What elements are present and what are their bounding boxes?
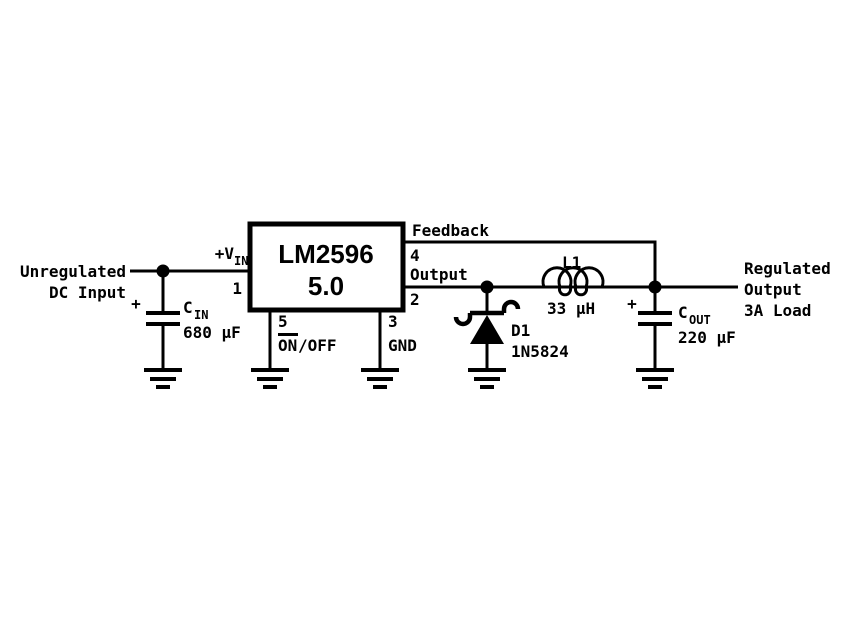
cin-refdes-subscript: IN bbox=[194, 308, 208, 322]
cout-plate-bottom bbox=[638, 322, 672, 326]
pin1-number: 1 bbox=[232, 279, 242, 298]
cout-plate-top bbox=[638, 311, 672, 315]
cin-plate-top bbox=[146, 311, 180, 315]
d1-schottky-hook-left bbox=[453, 313, 473, 327]
pin3-label: GND bbox=[388, 336, 417, 355]
cin-plate-bottom bbox=[146, 322, 180, 326]
pin3-number: 3 bbox=[388, 312, 398, 331]
d1-schottky-hook-right bbox=[501, 299, 521, 313]
output-net-label: Output bbox=[410, 265, 468, 284]
source-label-line2: DC Input bbox=[49, 283, 126, 302]
cout-refdes-subscript: OUT bbox=[689, 313, 711, 327]
cout-refdes: C bbox=[678, 303, 688, 322]
ground-symbol-cin bbox=[144, 368, 182, 389]
pin2-number: 2 bbox=[410, 290, 420, 309]
pin5-label-on: ON bbox=[278, 336, 297, 355]
cout-polarity-plus: + bbox=[627, 294, 637, 313]
ground-symbol-pin5 bbox=[251, 368, 289, 389]
pin5-on-overline bbox=[278, 333, 298, 336]
d1-refdes: D1 bbox=[511, 321, 530, 340]
pin5-number: 5 bbox=[278, 312, 288, 331]
source-label-line1: Unregulated bbox=[20, 262, 126, 281]
d1-part-number: 1N5824 bbox=[511, 342, 569, 361]
cin-polarity-plus: + bbox=[131, 294, 141, 313]
regulator-ic-body bbox=[247, 221, 406, 313]
cin-refdes: C bbox=[183, 298, 193, 317]
load-label-line1: Regulated bbox=[744, 259, 831, 278]
l1-value: 33 µH bbox=[547, 299, 595, 318]
l1-coil bbox=[541, 266, 605, 297]
pin-vin-label: +V bbox=[215, 244, 235, 263]
ground-symbol-pin3 bbox=[361, 368, 399, 389]
feedback-net-label: Feedback bbox=[412, 221, 489, 240]
ground-symbol-cout bbox=[636, 368, 674, 389]
pin-vin-label-subscript: IN bbox=[234, 254, 248, 268]
pin5-label-off: /OFF bbox=[298, 336, 337, 355]
regulator-variant: 5.0 bbox=[308, 271, 344, 301]
cin-value: 680 µF bbox=[183, 323, 241, 342]
pin4-number: 4 bbox=[410, 246, 420, 265]
ground-symbol-d1 bbox=[468, 368, 506, 389]
d1-anode-triangle bbox=[470, 315, 504, 344]
l1-refdes: L1 bbox=[562, 253, 581, 272]
regulator-name: LM2596 bbox=[278, 239, 373, 269]
load-label-line3: 3A Load bbox=[744, 301, 811, 320]
load-label-line2: Output bbox=[744, 280, 802, 299]
cout-value: 220 µF bbox=[678, 328, 736, 347]
